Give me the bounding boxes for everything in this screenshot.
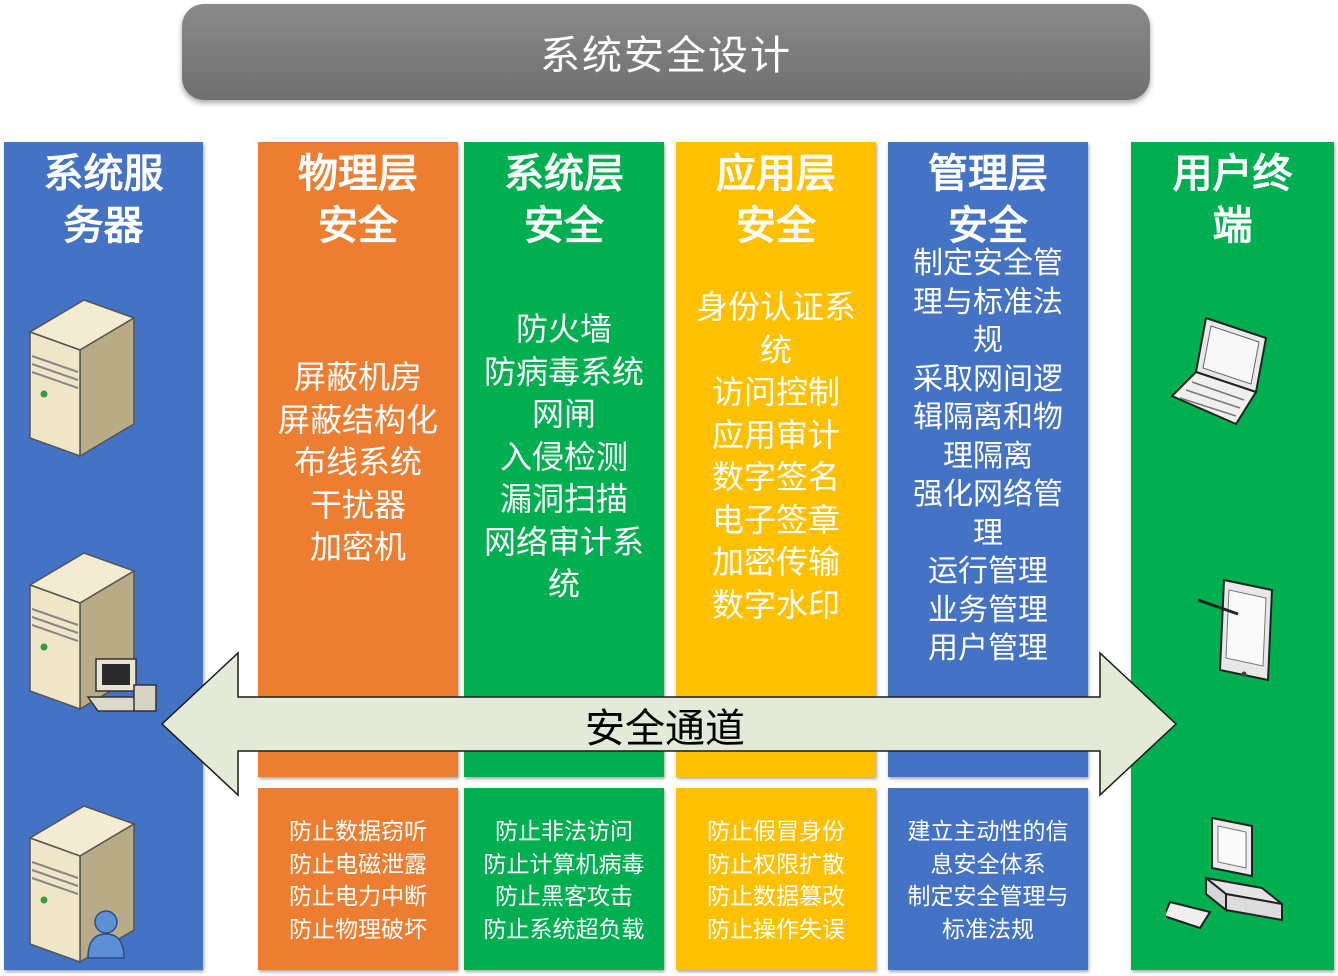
system-layer-goals: 防止非法访问 防止计算机病毒 防止黑客攻击 防止系统超负载 — [464, 788, 664, 970]
physical-layer-title: 物理层安全 — [298, 151, 418, 249]
list-item: 强化网络管理 — [913, 477, 1063, 551]
list-item: 网络审计系统 — [483, 522, 644, 604]
laptop-icon — [1170, 316, 1268, 426]
list-item: 数字水印 — [711, 585, 840, 624]
list-item: 防病毒系统 — [483, 352, 644, 391]
desktop-computer-icon — [1166, 816, 1283, 930]
list-item: 干扰器 — [309, 485, 406, 524]
list-item: 布线系统 — [293, 443, 422, 481]
list-item: 防止计算机病毒 — [483, 851, 645, 878]
list-item: 防止电磁泄露 — [289, 851, 427, 878]
list-item: 应用审计 — [711, 415, 840, 454]
list-item: 防止数据窃听 — [289, 819, 427, 845]
application-layer-goals: 防止假冒身份 防止权限扩散 防止数据篡改 防止操作失误 — [676, 788, 876, 970]
list-item: 防止系统超负载 — [483, 916, 645, 943]
terminal-column-title: 用户终端 — [1172, 151, 1293, 249]
list-item: 防止非法访问 — [495, 819, 633, 845]
list-item: 网闸 — [531, 395, 596, 433]
list-item: 制定安全管理与标准法规 — [913, 246, 1063, 358]
list-item: 防止权限扩散 — [707, 851, 845, 878]
list-item: 制定安全管理与标准法规 — [907, 884, 1069, 943]
list-item: 防止物理破坏 — [289, 916, 427, 943]
system-layer-items: 防火墙 防病毒系统 网闸 入侵检测 漏洞扫描 网络审计系统 — [470, 308, 658, 606]
list-item: 防火墙 — [515, 310, 612, 348]
physical-layer-panel: 物理层安全 屏蔽机房 屏蔽结构化 布线系统 干扰器 加密机 — [258, 142, 458, 777]
list-item: 屏蔽机房 — [293, 358, 422, 396]
list-item: 运行管理 — [928, 554, 1048, 589]
list-item: 身份认证系统 — [695, 288, 856, 369]
application-layer-items: 身份认证系统 访问控制 应用审计 数字签名 电子签章 加密传输 数字水印 — [682, 286, 870, 626]
list-item: 采取网间逻辑隔离和物理隔离 — [913, 361, 1063, 474]
management-layer-items: 制定安全管理与标准法规 采取网间逻辑隔离和物理隔离 强化网络管理 运行管理 业务… — [900, 245, 1076, 669]
system-layer-title: 系统层安全 — [504, 151, 624, 249]
application-layer-title: 应用层安全 — [716, 151, 836, 249]
list-item: 用户管理 — [928, 631, 1048, 666]
list-item: 防止操作失误 — [707, 916, 845, 943]
list-item: 漏洞扫描 — [499, 480, 628, 518]
list-item: 加密机 — [309, 528, 406, 566]
application-layer-panel: 应用层安全 身份认证系统 访问控制 应用审计 数字签名 电子签章 加密传输 数字… — [676, 142, 876, 777]
physical-layer-goals: 防止数据窃听 防止电磁泄露 防止电力中断 防止物理破坏 — [258, 788, 458, 970]
list-item: 加密传输 — [711, 543, 840, 581]
list-item: 数字签名 — [711, 458, 840, 496]
diagram-title: 系统安全设计 — [182, 4, 1150, 100]
server-user-icon — [28, 805, 136, 964]
tablet-icon — [1197, 578, 1274, 682]
list-item: 防止数据篡改 — [707, 884, 845, 910]
list-item: 防止黑客攻击 — [495, 884, 633, 910]
server-column-title: 系统服务器 — [43, 151, 164, 249]
list-item: 防止电力中断 — [289, 884, 427, 910]
server-icon — [28, 299, 136, 458]
list-item: 电子签章 — [711, 500, 840, 539]
system-layer-panel: 系统层安全 防火墙 防病毒系统 网闸 入侵检测 漏洞扫描 网络审计系统 — [464, 142, 664, 777]
server-workstation-icon — [28, 552, 157, 712]
list-item: 屏蔽结构化 — [277, 400, 438, 439]
management-layer-goals: 建立主动性的信息安全体系 制定安全管理与标准法规 — [888, 788, 1088, 970]
list-item: 访问控制 — [711, 373, 840, 411]
list-item: 防止假冒身份 — [707, 819, 845, 845]
management-layer-panel: 管理层安全 制定安全管理与标准法规 采取网间逻辑隔离和物理隔离 强化网络管理 运… — [888, 142, 1088, 777]
management-layer-title: 管理层安全 — [928, 151, 1048, 249]
list-item: 业务管理 — [928, 592, 1048, 628]
list-item: 建立主动性的信息安全体系 — [907, 819, 1069, 878]
security-channel-label: 安全通道 — [585, 706, 745, 752]
list-item: 入侵检测 — [499, 437, 628, 476]
physical-layer-items: 屏蔽机房 屏蔽结构化 布线系统 干扰器 加密机 — [264, 356, 452, 569]
